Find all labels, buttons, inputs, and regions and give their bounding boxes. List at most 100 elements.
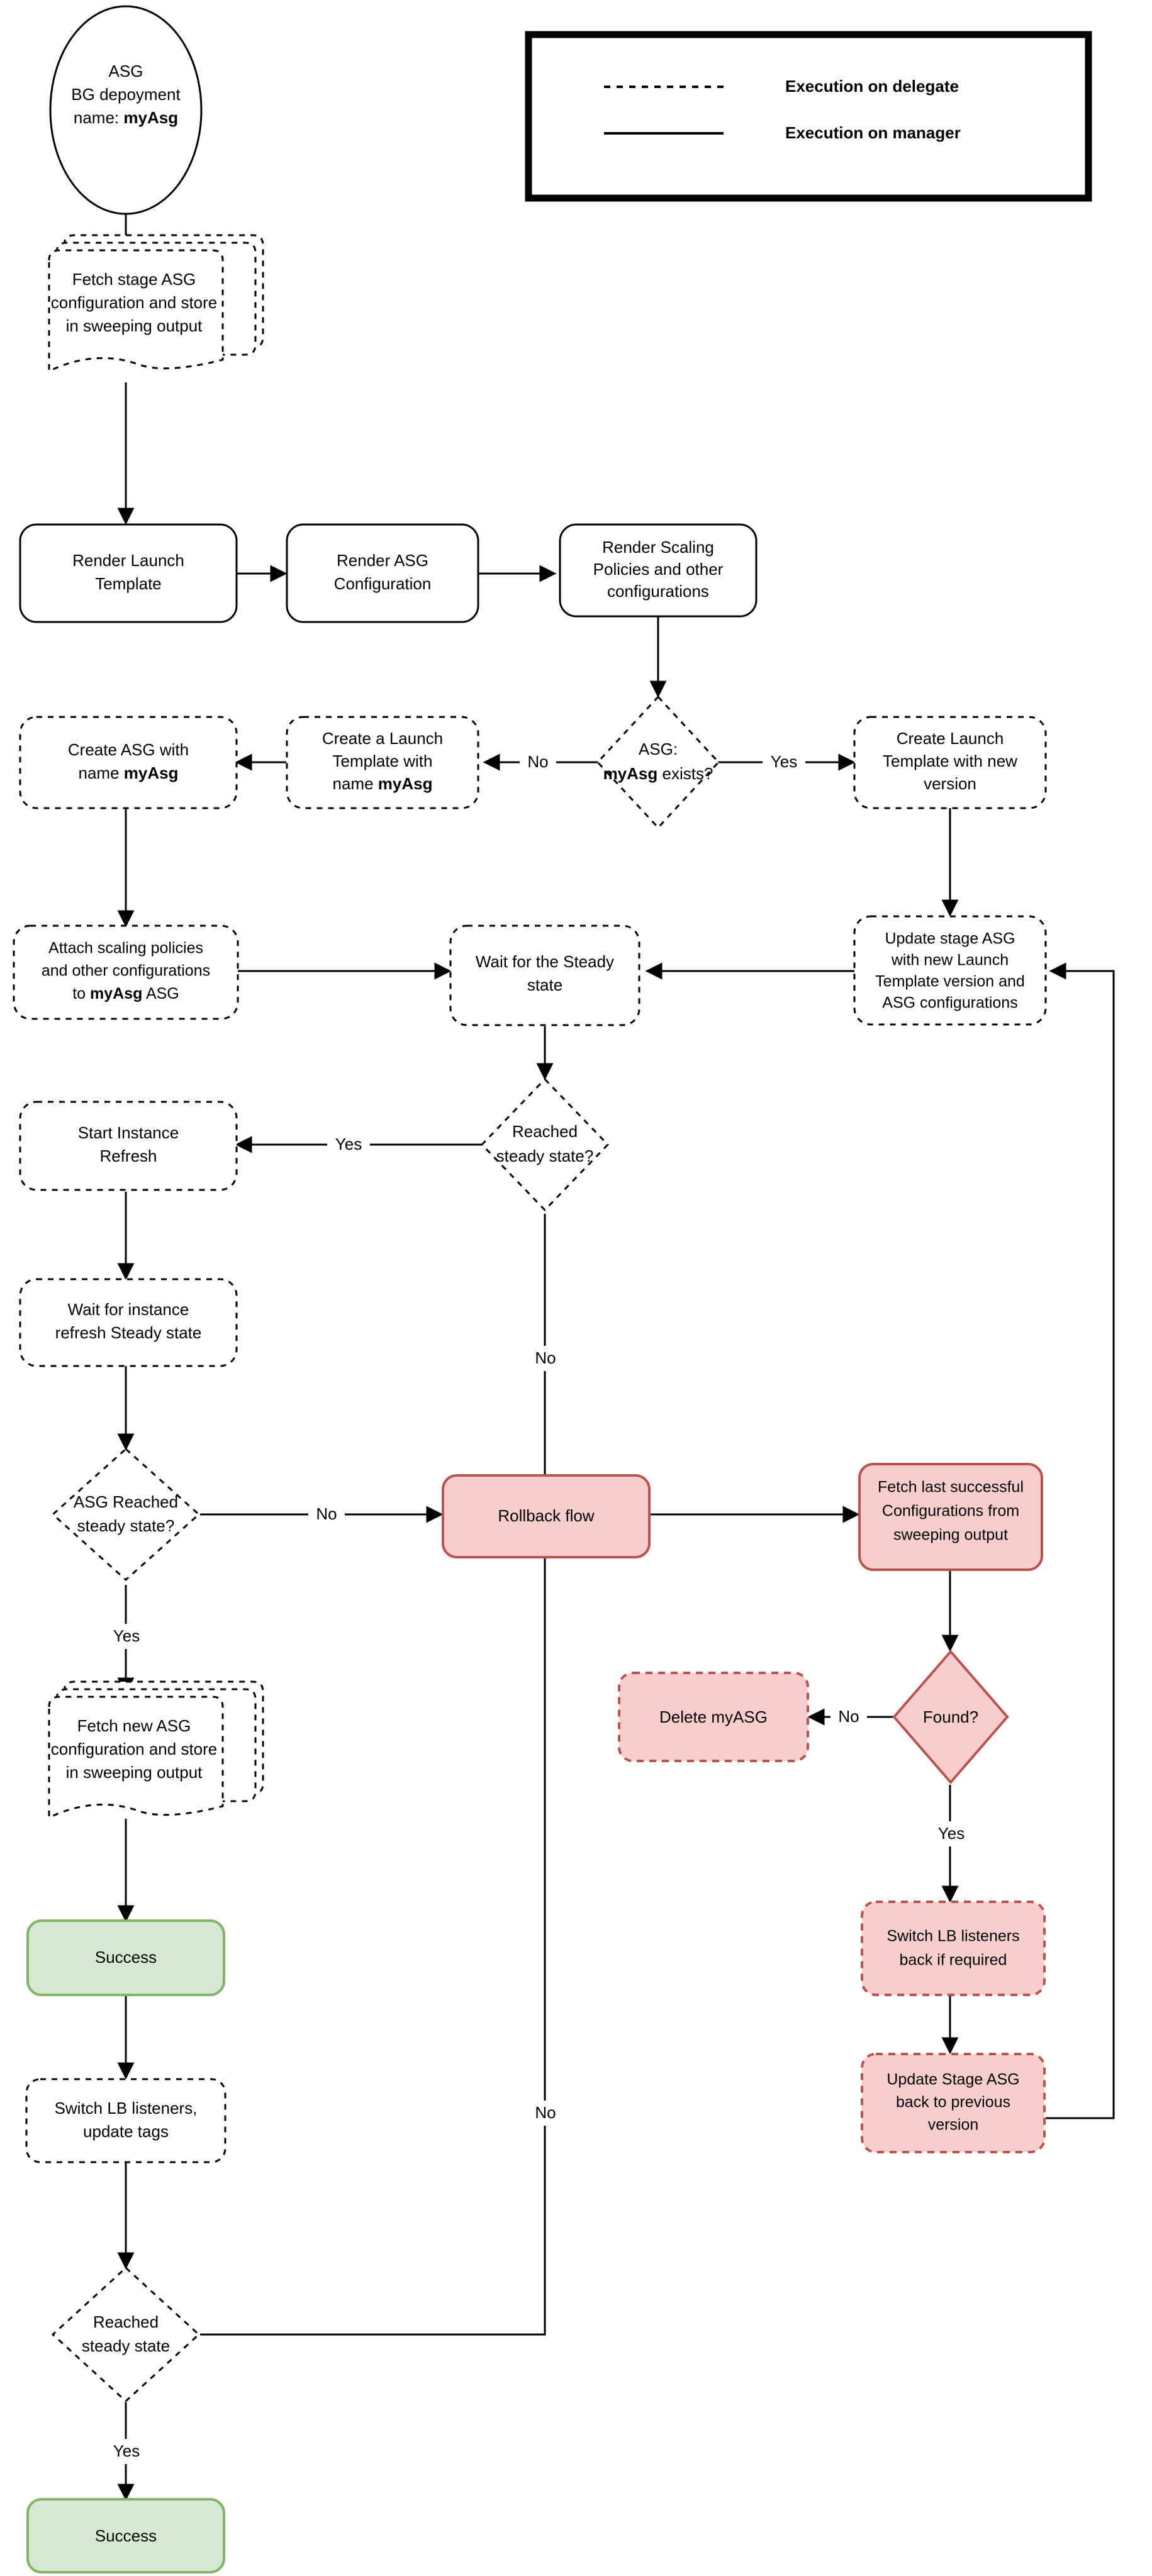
rs2-line2: steady state — [82, 2336, 170, 2355]
ars-line1: ASG Reached — [74, 1492, 178, 1511]
node-create-asg-named[interactable]: Create ASG with name myAsg — [19, 716, 238, 809]
rs2-line1: Reached — [93, 2312, 159, 2331]
edge-usab-loop-to-update — [1046, 962, 1115, 2119]
node-reached-steady-state-decision-2[interactable]: Reached steady state — [51, 2266, 201, 2403]
start-line2: BG depoyment — [71, 85, 181, 104]
start-line3: name: myAsg — [74, 108, 178, 127]
node-wait-for-steady-state[interactable]: Wait for the Steady state — [449, 924, 640, 1026]
rac-line2: Configuration — [334, 574, 432, 593]
fna-line2: configuration and store — [51, 1740, 218, 1758]
node-render-asg-configuration[interactable]: Render ASG Configuration — [286, 523, 479, 623]
node-update-stage-asg[interactable]: Update stage ASG with new Launch Templat… — [853, 915, 1047, 1026]
cltnv-line3: version — [924, 774, 976, 793]
usab-line2: back to previous — [896, 2094, 1010, 2111]
sir-line2: Refresh — [99, 1146, 157, 1165]
edge-label-yes-asg-reached-steady: Yes — [105, 1624, 148, 1649]
attach-line3: to myAsg ASG — [72, 985, 179, 1002]
cltn-line3: name myAsg — [333, 774, 433, 793]
edge-label-no-reached-steady-2: No — [527, 2101, 564, 2126]
rsp-line3: configurations — [607, 582, 709, 601]
edge-label-yes-reached-steady-2: Yes — [105, 2439, 148, 2464]
fls-line3: sweeping output — [893, 1526, 1008, 1544]
upd-line1: Update stage ASG — [885, 930, 1015, 948]
node-wait-instance-refresh[interactable]: Wait for instance refresh Steady state — [19, 1278, 238, 1367]
svg-text:No: No — [535, 1348, 556, 1367]
upd-line2: with new Launch — [891, 952, 1009, 969]
rollback-label: Rollback flow — [498, 1506, 594, 1525]
node-start-instance-refresh[interactable]: Start Instance Refresh — [19, 1101, 238, 1191]
svg-text:Yes: Yes — [113, 1626, 140, 1645]
node-asg-reached-steady-state-decision[interactable]: ASG Reached steady state? — [51, 1447, 201, 1582]
edge-label-no-reached-steady-1: No — [527, 1346, 564, 1371]
node-switch-lb-back[interactable]: Switch LB listeners back if required — [861, 1901, 1046, 1996]
svg-text:Yes: Yes — [938, 1824, 965, 1843]
slb-line2: back if required — [900, 1951, 1007, 1969]
svg-text:Yes: Yes — [113, 2441, 140, 2460]
node-attach-scaling-policies[interactable]: Attach scaling policies and other config… — [13, 924, 239, 1020]
fetch-stage-line3: in sweeping output — [66, 316, 203, 335]
upd-line3: Template version and — [875, 973, 1025, 991]
node-delete-myasg[interactable]: Delete myASG — [618, 1672, 809, 1762]
edge-label-no-asg-exists: No — [520, 750, 556, 775]
slut-line1: Switch LB listeners, — [55, 2099, 198, 2118]
edge-label-no-asg-reached-steady: No — [308, 1502, 345, 1527]
edge-label-yes-asg-exists: Yes — [763, 750, 805, 775]
cltnv-line1: Create Launch — [897, 729, 1004, 748]
svg-text:No: No — [527, 752, 548, 771]
node-start[interactable]: ASG BG depoyment name: myAsg — [49, 5, 203, 215]
asgexists-line2: myAsg exists? — [603, 764, 713, 783]
success2-label: Success — [95, 2526, 157, 2545]
node-fetch-stage-asg[interactable]: Fetch stage ASG configuration and store … — [48, 234, 264, 373]
rsp-line1: Render Scaling — [602, 538, 714, 557]
node-rollback-flow[interactable]: Rollback flow — [442, 1474, 651, 1558]
cltn-line2: Template with — [333, 752, 433, 770]
node-asg-exists-decision[interactable]: ASG: myAsg exists? — [596, 695, 720, 830]
node-render-launch-template[interactable]: Render Launch Template — [19, 523, 238, 623]
node-render-scaling-policies[interactable]: Render Scaling Policies and other config… — [559, 523, 758, 618]
wait-line2: state — [527, 975, 562, 994]
svg-text:No: No — [535, 2103, 556, 2122]
slb-line1: Switch LB listeners — [886, 1928, 1019, 1945]
delete-label: Delete myASG — [659, 1707, 768, 1726]
node-reached-steady-state-decision-1[interactable]: Reached steady state? — [480, 1077, 610, 1212]
slut-line2: update tags — [83, 2122, 169, 2141]
svg-text:Yes: Yes — [771, 752, 797, 771]
rs1-line1: Reached — [512, 1122, 578, 1141]
node-found-decision[interactable]: Found? — [892, 1649, 1009, 1785]
svg-text:No: No — [316, 1504, 337, 1523]
upd-line4: ASG configurations — [882, 994, 1017, 1012]
legend-label-delegate: Execution on delegate — [785, 77, 959, 96]
edge-label-yes-reached-steady-1: Yes — [327, 1132, 370, 1157]
node-switch-lb-listeners-update-tags[interactable]: Switch LB listeners, update tags — [25, 2078, 226, 2163]
svg-text:No: No — [838, 1707, 859, 1726]
node-fetch-last-successful[interactable]: Fetch last successful Configurations fro… — [858, 1463, 1043, 1571]
success1-label: Success — [95, 1948, 157, 1967]
wir-line2: refresh Steady state — [55, 1323, 202, 1342]
node-success-1[interactable]: Success — [26, 1919, 225, 1996]
node-create-launch-template-new-version[interactable]: Create Launch Template with new version — [853, 716, 1047, 809]
rac-line1: Render ASG — [337, 551, 428, 570]
edge-label-no-found: No — [830, 1704, 867, 1729]
node-fetch-new-asg[interactable]: Fetch new ASG configuration and store in… — [48, 1680, 264, 1819]
legend: Execution on delegate Execution on manag… — [525, 31, 1092, 202]
usab-line3: version — [928, 2116, 979, 2134]
svg-text:Yes: Yes — [335, 1135, 362, 1153]
rsp-line2: Policies and other — [593, 560, 724, 579]
fls-line2: Configurations from — [882, 1502, 1019, 1520]
edge-labels-layer: No Yes Yes No No Yes No Yes — [105, 750, 973, 2464]
fetch-stage-line1: Fetch stage ASG — [72, 270, 196, 289]
fna-line3: in sweeping output — [66, 1763, 203, 1782]
attach-line2: and other configurations — [42, 962, 210, 980]
cltn-line1: Create a Launch — [322, 729, 443, 748]
node-success-2[interactable]: Success — [26, 2498, 225, 2573]
wir-line1: Wait for instance — [68, 1300, 189, 1319]
asgexists-line1: ASG: — [639, 740, 678, 758]
sir-line1: Start Instance — [78, 1123, 179, 1142]
edge-label-yes-found: Yes — [930, 1821, 973, 1846]
node-update-stage-asg-back[interactable]: Update Stage ASG back to previous versio… — [861, 2053, 1046, 2153]
usab-line1: Update Stage ASG — [886, 2071, 1019, 2089]
node-create-launch-template-named[interactable]: Create a Launch Template with name myAsg — [286, 716, 479, 809]
rs1-line2: steady state? — [496, 1146, 594, 1165]
